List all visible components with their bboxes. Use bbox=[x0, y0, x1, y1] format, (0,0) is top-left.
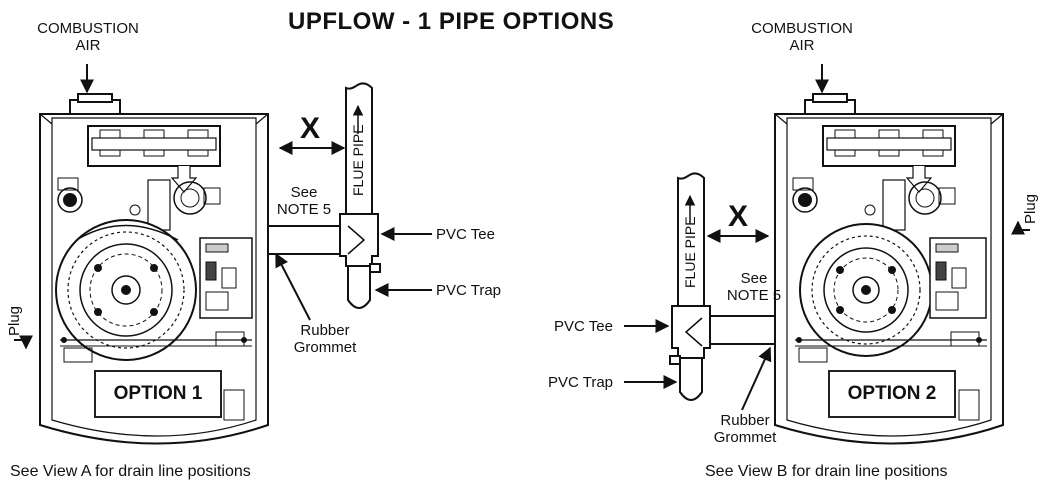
option-1-label: OPTION 1 bbox=[94, 370, 222, 418]
see-note-line2: NOTE 5 bbox=[726, 287, 782, 304]
furnace-right bbox=[774, 93, 1004, 445]
see-note-line1: See bbox=[740, 270, 768, 287]
leaders-right bbox=[624, 64, 1030, 411]
diagram-title: UPFLOW - 1 PIPE OPTIONS bbox=[288, 8, 615, 35]
vent-pipe-right bbox=[669, 172, 776, 401]
combustion-air-line1: COMBUSTION bbox=[37, 20, 139, 37]
dimension-x-left: X bbox=[300, 112, 321, 145]
caption-left: See View A for drain line positions bbox=[10, 463, 251, 480]
grommet-line1: Rubber bbox=[300, 322, 350, 339]
vent-pipe-left bbox=[267, 82, 381, 309]
dimension-x-right: X bbox=[728, 200, 749, 233]
combustion-air-line1: COMBUSTION bbox=[751, 20, 853, 37]
plug-label-left: Plug bbox=[6, 305, 23, 336]
rubber-grommet-label-left: Rubber Grommet bbox=[290, 322, 360, 356]
see-note-line2: NOTE 5 bbox=[276, 201, 332, 218]
plug-label-right: Plug bbox=[1022, 193, 1039, 224]
combustion-air-line2: AIR bbox=[75, 37, 101, 54]
see-note-line1: See bbox=[290, 184, 318, 201]
furnace-left bbox=[39, 93, 269, 445]
grommet-line2: Grommet bbox=[293, 339, 357, 356]
pvc-trap-label-left: PVC Trap bbox=[436, 282, 502, 299]
combustion-air-label-left: COMBUSTION AIR bbox=[36, 20, 140, 54]
pvc-tee-label-right: PVC Tee bbox=[554, 318, 613, 335]
grommet-line2: Grommet bbox=[713, 429, 777, 446]
pvc-trap-label-right: PVC Trap bbox=[548, 374, 614, 391]
see-note-label-right: See NOTE 5 bbox=[714, 270, 794, 304]
pvc-tee-label-left: PVC Tee bbox=[436, 226, 495, 243]
flue-pipe-label-right: FLUE PIPE bbox=[682, 216, 698, 288]
caption-right: See View B for drain line positions bbox=[705, 463, 948, 480]
rubber-grommet-label-right: Rubber Grommet bbox=[710, 412, 780, 446]
grommet-line1: Rubber bbox=[720, 412, 770, 429]
leaders-left bbox=[14, 64, 432, 350]
flue-pipe-label-left: FLUE PIPE bbox=[350, 124, 366, 196]
combustion-air-line2: AIR bbox=[789, 37, 815, 54]
combustion-air-label-right: COMBUSTION AIR bbox=[750, 20, 854, 54]
option-2-label: OPTION 2 bbox=[828, 370, 956, 418]
see-note-label-left: See NOTE 5 bbox=[264, 184, 344, 218]
